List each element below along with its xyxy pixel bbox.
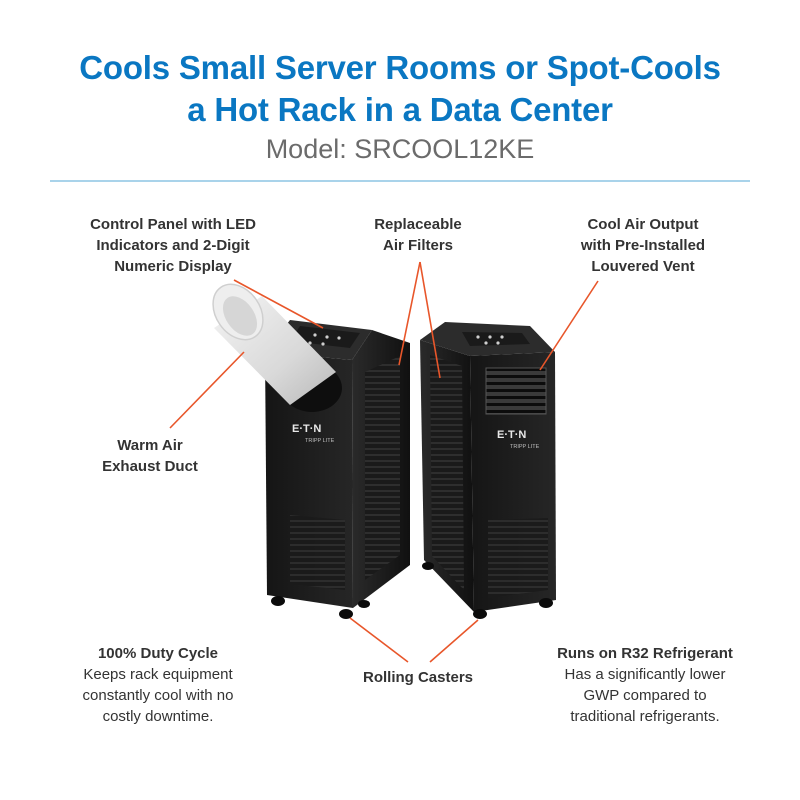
left-unit-caster (271, 596, 285, 606)
callout-cool-air-line-1: Cool Air Output (587, 216, 699, 233)
callout-leader-lines (169, 261, 599, 663)
callout-air-filters-line-1: Replaceable (374, 216, 462, 233)
callout-exhaust-line-1: Warm Air (117, 437, 183, 454)
right-unit-control-panel (462, 332, 530, 346)
right-unit-brand-logo: E·T·N (497, 429, 526, 441)
left-unit-sub-brand: TRIPP LITE (305, 438, 335, 444)
callout-control-panel-line-3: Numeric Display (114, 258, 232, 275)
leader-caster-right (429, 619, 479, 663)
left-unit-caster (339, 609, 353, 619)
feature-duty-cycle-heading: 100% Duty Cycle (97, 645, 219, 662)
callout-air-filters-line-2: Air Filters (382, 237, 454, 254)
headline-line-1: Cools Small Server Rooms or Spot-Cools (79, 49, 721, 86)
left-cooling-unit: E·T·N TRIPP LITE (265, 320, 410, 619)
model-number: Model: SRCOOL12KE (265, 134, 535, 164)
callout-cool-air-line-2: with Pre-Installed (580, 237, 706, 254)
warm-air-exhaust-duct (212, 283, 336, 405)
right-unit-sub-brand: TRIPP LITE (510, 444, 540, 450)
louvered-vent (485, 367, 547, 415)
leader-control-panel (233, 279, 324, 329)
callout-casters-line-1: Rolling Casters (362, 669, 474, 686)
feature-refrigerant-line-2: GWP compared to (583, 687, 707, 704)
leader-air-filter-right (419, 261, 441, 379)
feature-duty-cycle-line-1: Keeps rack equipment (83, 666, 233, 683)
headline-line-2: a Hot Rack in a Data Center (187, 91, 613, 128)
feature-duty-cycle: 100% Duty Cycle Keeps rack equipment con… (52, 643, 264, 727)
leader-air-filter-left (398, 261, 421, 366)
callout-rolling-casters: Rolling Casters (338, 667, 498, 688)
left-unit-side-grille (365, 356, 400, 580)
right-unit-caster (473, 609, 487, 619)
feature-refrigerant: Runs on R32 Refrigerant Has a significan… (530, 643, 760, 727)
callout-exhaust-duct: Warm Air Exhaust Duct (70, 435, 230, 477)
header-divider (50, 180, 750, 182)
callout-control-panel-line-1: Control Panel with LED (90, 216, 256, 233)
callout-exhaust-line-2: Exhaust Duct (102, 458, 198, 475)
feature-duty-cycle-line-2: constantly cool with no (82, 687, 234, 704)
callout-cool-air-line-3: Louvered Vent (591, 258, 695, 275)
callout-air-filters: Replaceable Air Filters (348, 214, 488, 256)
left-unit-lower-grille (290, 515, 345, 590)
callout-control-panel: Control Panel with LED Indicators and 2-… (68, 214, 278, 277)
left-unit-brand-logo: E·T·N (292, 423, 321, 435)
feature-refrigerant-line-3: traditional refrigerants. (570, 708, 720, 725)
callout-cool-air-output: Cool Air Output with Pre-Installed Louve… (548, 214, 738, 277)
right-unit-side-grille (430, 355, 464, 590)
right-unit-lower-grille (488, 518, 548, 598)
leader-exhaust (169, 351, 245, 429)
feature-refrigerant-heading: Runs on R32 Refrigerant (557, 645, 733, 662)
feature-duty-cycle-line-3: costly downtime. (102, 708, 214, 725)
left-unit-control-panel (290, 326, 360, 348)
right-cooling-unit: E·T·N TRIPP LITE (420, 322, 556, 619)
left-unit-caster (358, 600, 370, 608)
callout-control-panel-line-2: Indicators and 2-Digit (96, 237, 250, 254)
feature-refrigerant-line-1: Has a significantly lower (564, 666, 726, 683)
leader-cool-air (539, 280, 599, 371)
right-unit-caster (422, 562, 434, 570)
right-unit-caster (539, 598, 553, 608)
leader-caster-left (349, 617, 409, 663)
